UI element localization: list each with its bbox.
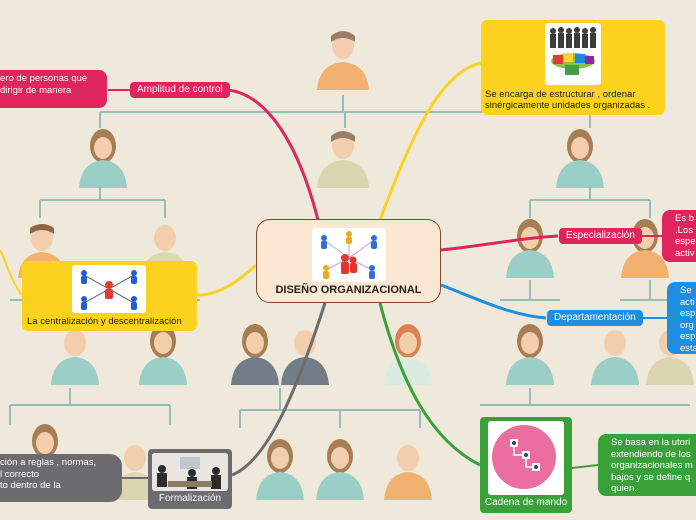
link-estructura <box>378 61 483 221</box>
topic-amplitud-de-control[interactable]: Amplitud de control <box>130 82 230 98</box>
formalizacion-label: Formalización <box>158 493 222 504</box>
topic-especializacion[interactable]: Especialización <box>559 228 642 244</box>
cadena-de-mando-card[interactable]: Cadena de mando <box>480 417 572 513</box>
link-cadena-desc <box>571 464 599 469</box>
central-topic-title: DISEÑO ORGANIZACIONAL <box>275 284 422 296</box>
link-centralizacion <box>197 263 258 297</box>
especializacion-description-card[interactable]: Es b .Los espe activ <box>662 210 696 262</box>
formalizacion-description: ción a reglas , normas, l correcto to de… <box>0 457 97 491</box>
topic-departamentacion[interactable]: Departamentación <box>547 310 643 326</box>
link-departamentacion <box>440 283 547 320</box>
meeting-photo-icon <box>152 453 228 491</box>
cadena-description: Se basa en la utori extendiendo de los o… <box>611 437 693 494</box>
people-network-icon <box>312 228 386 282</box>
formalizacion-description-card[interactable]: ción a reglas , normas, l correcto to de… <box>0 454 122 502</box>
formalizacion-card[interactable]: Formalización <box>148 449 232 509</box>
amplitud-description-card[interactable]: ero de personas que dirigir de manera <box>0 70 107 108</box>
link-centralizacion-left <box>0 249 23 296</box>
departamentacion-description: Se acti esp org esp esta <box>680 285 696 354</box>
team-puzzle-icon <box>545 23 601 85</box>
centralizacion-label: La centralización y descentralización <box>27 316 182 327</box>
link-cadena <box>378 302 481 467</box>
especializacion-description: Es b .Los espe activ <box>675 213 696 259</box>
link-formalizacion <box>231 302 327 477</box>
cadena-label: Cadena de mando <box>484 497 568 508</box>
hierarchy-chart-icon <box>488 421 564 495</box>
estructura-description: Se encarga de estructurar , ordenar siné… <box>485 89 651 111</box>
departamentacion-description-card[interactable]: Se acti esp org esp esta <box>667 282 696 354</box>
cadena-description-card[interactable]: Se basa en la utori extendiendo de los o… <box>598 434 696 496</box>
link-especializacion <box>440 234 559 252</box>
estructura-card[interactable]: Se encarga de estructurar , ordenar siné… <box>481 20 665 115</box>
link-amplitud <box>227 88 320 221</box>
centralizacion-card[interactable]: La centralización y descentralización <box>22 261 197 331</box>
centralized-network-icon <box>72 265 146 313</box>
central-topic[interactable]: DISEÑO ORGANIZACIONAL <box>256 219 441 303</box>
amplitud-description: ero de personas que dirigir de manera <box>0 73 88 96</box>
